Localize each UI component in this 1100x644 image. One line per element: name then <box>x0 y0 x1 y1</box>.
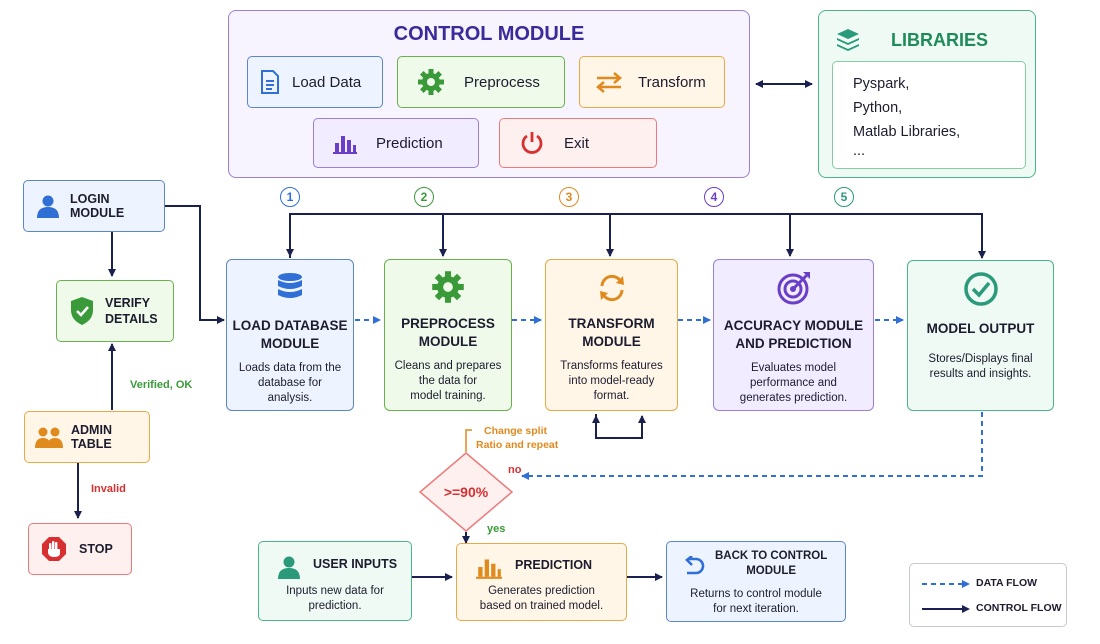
control-module: CONTROL MODULE Load Data Preprocess Tran… <box>228 10 750 178</box>
gear-icon <box>398 68 464 96</box>
return-arrow-icon <box>681 554 705 581</box>
bar-chart-icon <box>314 131 376 155</box>
admin-table[interactable]: ADMIN TABLE <box>24 411 150 463</box>
target-icon <box>776 270 812 311</box>
change-split-label: Change split Ratio and repeat <box>476 425 559 451</box>
stop-box[interactable]: STOP <box>28 523 132 575</box>
preprocess-label: Preprocess <box>464 73 540 91</box>
user-icon <box>277 554 301 583</box>
refresh-icon <box>596 272 628 309</box>
step-number-4: 4 <box>704 187 724 207</box>
control-bus <box>289 213 986 259</box>
library-item: Pyspark, <box>853 76 910 92</box>
stop-hand-icon <box>41 536 67 562</box>
library-item: Python, <box>853 100 903 116</box>
libraries-panel: LIBRARIES Pyspark, Python, Matlab Librar… <box>818 10 1036 178</box>
verified-label: Verified, OK <box>130 379 193 391</box>
library-item: Matlab Libraries, <box>853 124 961 140</box>
step-number-3: 3 <box>559 187 579 207</box>
shield-check-icon <box>69 296 95 326</box>
legend-data-flow: DATA FLOW <box>976 577 1038 589</box>
library-item: ... <box>853 143 866 159</box>
libraries-title: LIBRARIES <box>891 30 989 50</box>
transform-label: Transform <box>638 73 706 91</box>
invalid-label: Invalid <box>91 483 126 495</box>
gear-icon <box>431 270 465 309</box>
check-circle-icon <box>963 271 999 312</box>
preprocess-button[interactable]: Preprocess <box>397 56 565 108</box>
control-module-title: CONTROL MODULE <box>393 23 585 45</box>
users-icon <box>35 426 63 448</box>
libraries-list: Pyspark, Python, Matlab Libraries, ... <box>832 61 1026 169</box>
transform-button[interactable]: Transform <box>579 56 725 108</box>
yes-label: yes <box>487 523 506 535</box>
document-icon <box>248 70 292 94</box>
prediction-label: Prediction <box>376 134 443 152</box>
transform-loop <box>595 414 646 439</box>
module-title: MODEL OUTPUT <box>926 321 1035 336</box>
step-number-5: 5 <box>834 187 854 207</box>
no-label: no <box>508 464 522 476</box>
power-icon <box>500 130 564 156</box>
layers-icon <box>835 27 861 58</box>
accuracy-decision[interactable]: >=90% <box>419 452 513 532</box>
database-icon <box>276 272 304 309</box>
step-number-1: 1 <box>280 187 300 207</box>
login-module[interactable]: LOGIN MODULE <box>23 180 165 232</box>
load-data-button[interactable]: Load Data <box>247 56 383 108</box>
legend-control-flow: CONTROL FLOW <box>976 602 1062 614</box>
prediction-button[interactable]: Prediction <box>313 118 479 168</box>
decision-label: >=90% <box>443 484 489 500</box>
step-number-2: 2 <box>414 187 434 207</box>
swap-arrows-icon <box>580 70 638 94</box>
exit-button[interactable]: Exit <box>499 118 657 168</box>
output-to-decision <box>521 412 983 480</box>
exit-label: Exit <box>564 134 590 152</box>
bar-chart-icon <box>475 554 503 583</box>
legend: DATA FLOW CONTROL FLOW <box>909 563 1067 627</box>
user-icon <box>36 194 60 218</box>
load-data-label: Load Data <box>292 73 362 91</box>
